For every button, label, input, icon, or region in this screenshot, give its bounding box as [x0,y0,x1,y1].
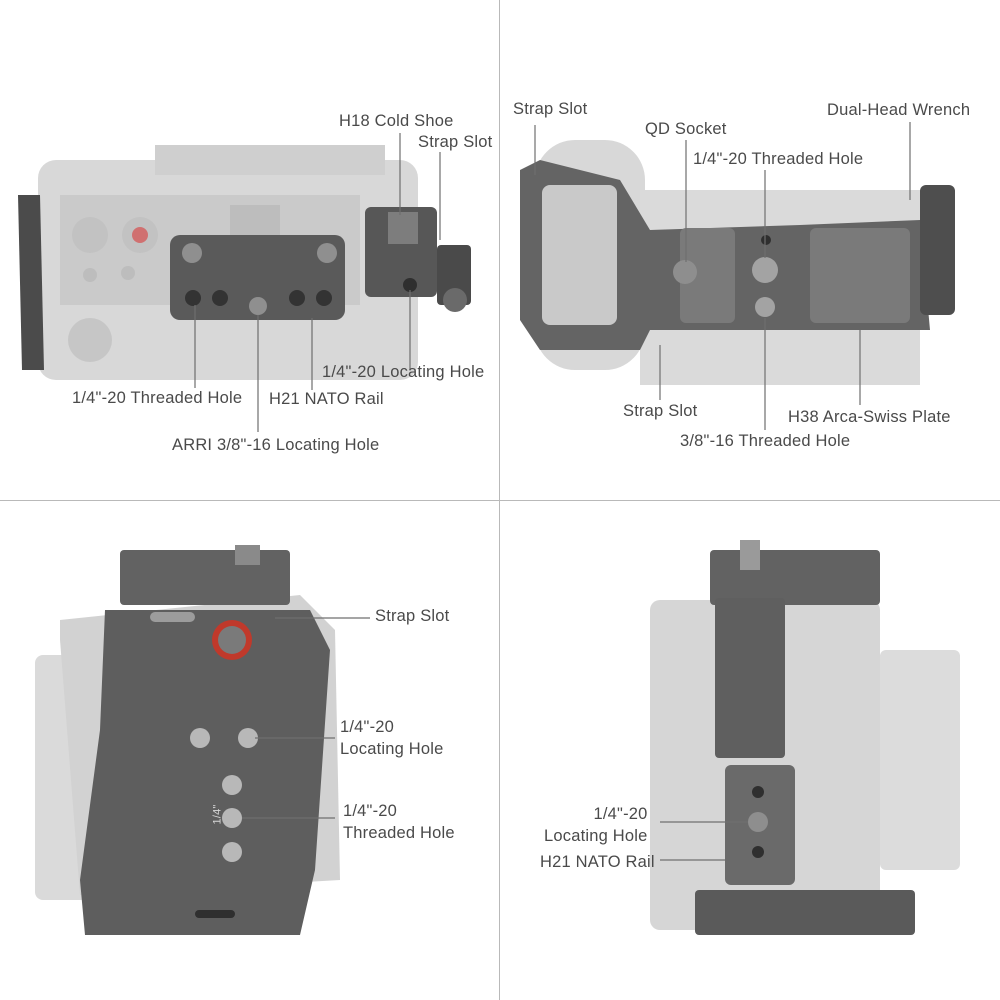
camera-top-ridge [155,145,385,175]
label-dual-head-wrench: Dual-Head Wrench [827,101,971,119]
label-threaded-hole: 1/4"-20 Threaded Hole [693,150,864,168]
threaded-hole [316,290,332,306]
label-qd-socket: QD Socket [645,120,727,138]
camera-side-panel [880,650,960,870]
button-2 [121,266,135,280]
locating-hole [403,278,417,292]
bottom-slot [195,910,235,918]
bottom-view-illustration [520,122,955,430]
lock-knob [443,288,467,312]
label-threaded-hole: 1/4"-20 Threaded Hole [72,389,243,407]
plate-slot [680,228,735,323]
qd-socket [673,260,697,284]
label-line: 1/4"-20 [593,805,648,823]
label-cold-shoe: H18 Cold Shoe [339,112,454,130]
label-threaded-hole: 1/4"-20 Threaded Hole [343,800,455,844]
label-strap-slot-top: Strap Slot [513,100,588,118]
handle-screw [740,540,760,570]
plate-hole [317,243,337,263]
right-side-illustration [650,540,960,935]
panel-left-side-view: 1/4" Strap Slot 1/4"-20 Locating Hole 1/… [0,500,500,1000]
label-locating-hole: 1/4"-20 Locating Hole [322,363,485,381]
plate-hole [182,243,202,263]
label-locating-hole: 1/4"-20 Locating Hole [544,803,648,847]
cold-shoe [388,212,418,244]
label-nato-rail: H21 NATO Rail [540,853,655,871]
side-grip-plate [80,610,330,935]
bottom-plate [695,890,915,935]
label-strap-slot-bottom: Strap Slot [623,402,698,420]
label-nato-rail: H21 NATO Rail [269,390,384,408]
label-arri-hole: ARRI 3/8"-16 Locating Hole [172,436,380,454]
panel-top-view: H18 Cold Shoe Strap Slot 1/4"-20 Locatin… [0,0,500,500]
top-handle [710,550,880,605]
left-grip-edge [18,195,44,370]
rosette-knob [218,626,246,654]
small-hole [761,235,771,245]
button-3 [83,268,97,282]
threaded-hole [222,842,242,862]
leader-lines [242,617,370,819]
handle-screw [235,545,260,565]
locating-hole [238,728,258,748]
cold-shoe-bracket [715,598,785,758]
threaded-hole-3-8 [755,297,775,317]
label-line: Threaded Hole [343,824,455,842]
label-line: Locating Hole [544,827,648,845]
dial-1 [72,217,108,253]
leader-lines [534,122,911,430]
threaded-hole [289,290,305,306]
threaded-hole [185,290,201,306]
threaded-hole [222,775,242,795]
threaded-hole [212,290,228,306]
leader-lines [660,821,748,861]
record-button [132,227,148,243]
label-line: Locating Hole [340,740,444,758]
arca-plate-slot [810,228,910,323]
left-side-illustration [35,545,370,935]
locating-hole [748,812,768,832]
strap-slot-block [437,245,471,305]
top-handle [120,550,290,605]
top-view-illustration [18,133,471,432]
label-arca-plate: H38 Arca-Swiss Plate [788,408,951,426]
strap-slot [150,612,195,622]
hole [752,846,764,858]
arri-locating-hole [249,297,267,315]
threaded-hole [222,808,242,828]
dual-head-wrench [920,185,955,315]
horizontal-divider [0,500,1000,501]
label-threaded-hole-38: 3/8"-16 Threaded Hole [680,432,851,450]
panel-right-side-view: 1/4"-20 Locating Hole H21 NATO Rail [500,500,1000,1000]
leader-lines [194,133,441,432]
label-strap-slot: Strap Slot [418,133,493,151]
grip-mark-text: 1/4" [211,804,224,825]
dial-3 [68,318,112,362]
label-strap-slot: Strap Slot [375,607,450,625]
panel-bottom-view: Strap Slot QD Socket 1/4"-20 Threaded Ho… [500,0,1000,500]
hole [752,786,764,798]
cage-window [542,185,617,325]
label-locating-hole: 1/4"-20 Locating Hole [340,716,444,760]
label-line: 1/4"-20 [343,802,398,820]
cold-shoe-block [365,207,437,297]
threaded-hole-1-4 [752,257,778,283]
locating-hole [190,728,210,748]
label-line: 1/4"-20 [340,718,395,736]
